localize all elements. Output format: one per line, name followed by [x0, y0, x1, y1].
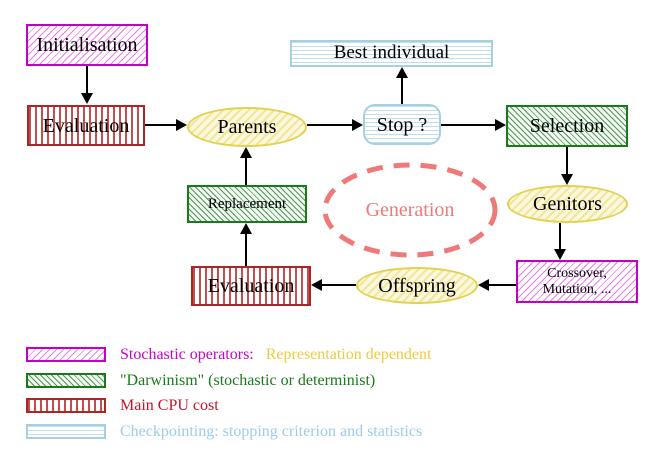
node-evaluation-top: Evaluation	[27, 105, 145, 146]
legend-label-representation-dependent: Representation dependent	[265, 346, 432, 363]
arrow-replacement-to-parents-line	[245, 158, 247, 185]
node-selection: Selection	[506, 105, 628, 147]
node-best-individual: Best individual	[290, 40, 493, 67]
arrow-initialisation-to-evaluation-line	[86, 66, 88, 94]
arrow-evaluation-to-replacement-head	[240, 223, 252, 234]
arrow-stop-to-best-individual-head	[396, 67, 408, 78]
arrow-selection-to-genitors-head	[561, 174, 573, 185]
legend-swatch-darwinism	[26, 373, 106, 388]
arrow-stop-to-selection-line	[441, 124, 496, 126]
node-evaluation-bottom: Evaluation	[191, 266, 311, 306]
node-crossover-mutation: Crossover, Mutation, ...	[516, 260, 638, 303]
legend-swatch-main-cpu-cost	[26, 398, 106, 413]
arrow-stop-to-best-individual-line	[401, 77, 403, 104]
node-parents: Parents	[187, 107, 307, 147]
arrow-evaluation-to-parents-line	[145, 124, 178, 126]
arrow-replacement-to-parents-head	[240, 147, 252, 158]
arrow-selection-to-genitors-line	[566, 147, 568, 175]
arrow-offspring-to-evaluation-line	[322, 284, 356, 286]
generation-dashed-ellipse	[322, 162, 498, 258]
legend-swatch-stochastic-operators	[26, 347, 106, 362]
legend-label-main-cpu-cost: Main CPU cost	[120, 397, 219, 414]
crossover-line2: Mutation, ...	[542, 281, 612, 297]
arrow-evaluation-to-replacement-line	[245, 234, 247, 266]
node-stop: Stop ?	[363, 104, 441, 145]
arrow-genitors-to-crossover-head	[554, 249, 566, 260]
arrow-evaluation-to-parents-head	[176, 119, 187, 131]
legend-label-spacer	[258, 346, 262, 363]
arrow-parents-to-stop-line	[307, 124, 353, 126]
legend-label-stochastic-operators-part1: Stochastic operators:	[120, 346, 254, 363]
arrow-crossover-to-offspring-head	[478, 279, 489, 291]
generation-label: Generation	[365, 199, 455, 221]
node-offspring: Offspring	[356, 267, 478, 304]
arrow-stop-to-selection-head	[495, 119, 506, 131]
arrow-genitors-to-crossover-line	[559, 223, 561, 250]
arrow-initialisation-to-evaluation-head	[81, 93, 93, 104]
arrow-offspring-to-evaluation-head	[311, 279, 322, 291]
legend-label-darwinism: "Darwinism" (stochastic or determinist)	[120, 372, 376, 389]
legend-swatch-checkpointing	[26, 424, 106, 439]
node-genitors: Genitors	[507, 185, 628, 223]
node-replacement: Replacement	[187, 185, 307, 223]
crossover-line1: Crossover,	[547, 266, 607, 282]
arrow-crossover-to-offspring-line	[488, 284, 516, 286]
legend-label-checkpointing: Checkpointing: stopping criterion and st…	[120, 423, 423, 440]
arrow-parents-to-stop-head	[352, 119, 363, 131]
node-initialisation: Initialisation	[26, 24, 148, 66]
legend-label-stochastic-operators: Stochastic operators: Representation dep…	[120, 346, 431, 364]
